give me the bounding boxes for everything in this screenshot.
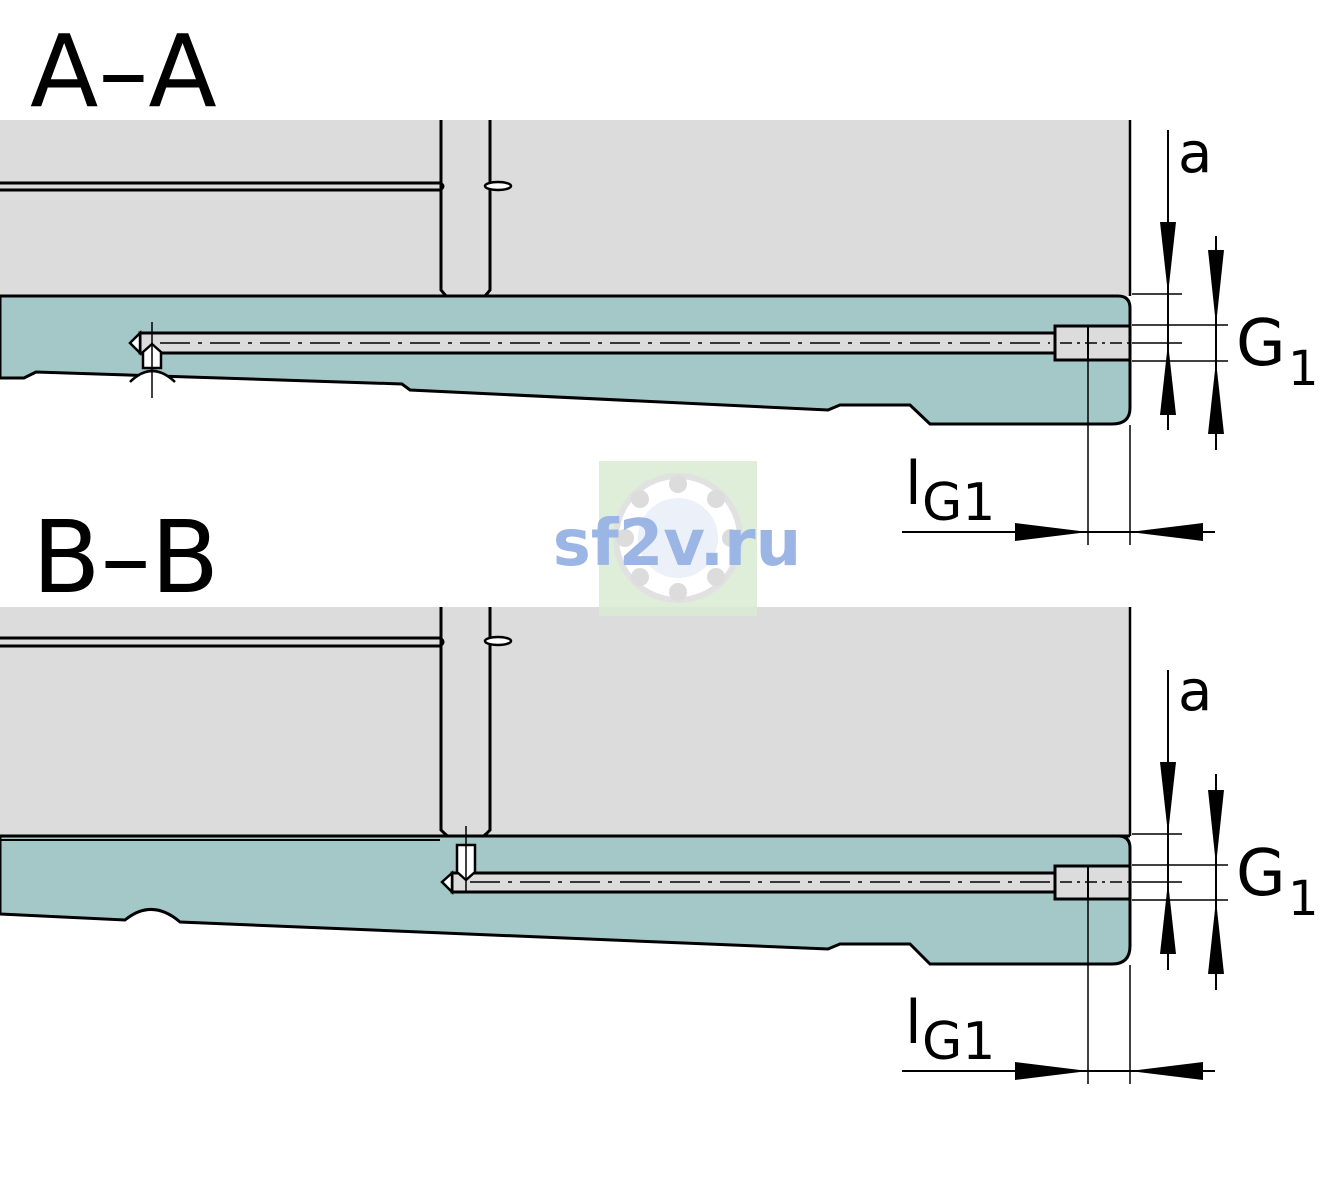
arrow-a-down-b (1160, 762, 1176, 834)
bearing-balls-icon (616, 475, 740, 601)
arrow-a-up-b (1160, 882, 1176, 954)
housing-b (0, 607, 1130, 836)
arrow-g1-up-a (1208, 361, 1224, 434)
arrow-lg1-left-b (1130, 1062, 1203, 1080)
arrow-a-down (1160, 222, 1176, 294)
ring-body-a (0, 294, 1132, 426)
arrow-a-up (1160, 343, 1176, 415)
arrow-lg1-right-b (1015, 1062, 1088, 1080)
dim-a-label-a: a (1178, 121, 1212, 186)
housing-a (0, 120, 1130, 296)
dim-lg1-label-a: l (905, 449, 922, 519)
arrow-lg1-left-a (1130, 523, 1203, 541)
dim-lg1-sub-b: G1 (922, 1012, 995, 1072)
dim-g1-sub-a: 1 (1288, 341, 1319, 397)
dim-g1-label-a: G (1236, 307, 1286, 381)
bore-tip-b (440, 870, 454, 896)
section-a-a: A–A a G 1 (0, 13, 1319, 545)
dim-g1-label-b: G (1236, 837, 1286, 911)
arrow-g1-down-a (1208, 250, 1224, 325)
arrow-lg1-right-a (1015, 523, 1088, 541)
dim-lg1-label-b: l (905, 988, 922, 1058)
ring-body-b (0, 834, 1132, 966)
bearing-inner-ring-icon (638, 498, 718, 578)
section-a-title: A–A (30, 13, 217, 130)
watermark-text: sf2v.ru (553, 507, 801, 581)
bore-tip-a (128, 329, 142, 357)
slot-hole-a (483, 180, 513, 192)
slot-hole-b (483, 635, 513, 647)
dim-lg1-sub-a: G1 (922, 473, 995, 533)
section-b-b: B–B a G 1 l G1 (0, 499, 1319, 1084)
arrow-g1-down-b (1208, 790, 1224, 865)
watermark: sf2v.ru (553, 461, 801, 616)
dim-a-label-b: a (1178, 659, 1212, 724)
dim-g1-sub-b: 1 (1288, 871, 1319, 927)
section-b-title: B–B (32, 499, 219, 616)
arrow-g1-up-b (1208, 900, 1224, 974)
